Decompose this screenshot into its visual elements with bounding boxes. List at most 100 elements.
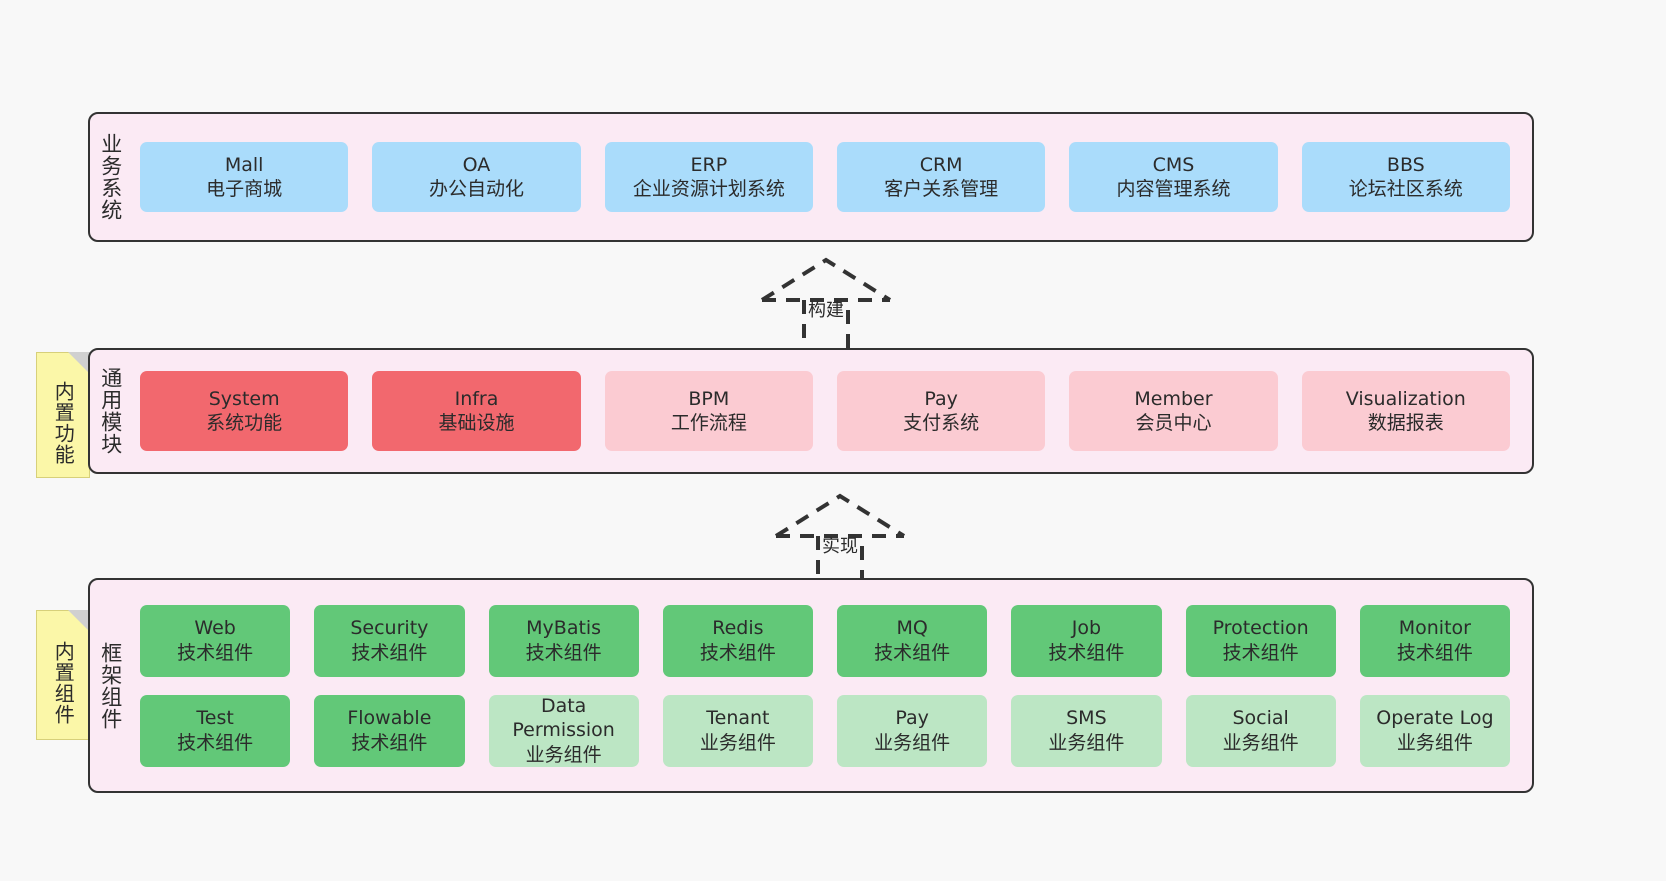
- node-title-cn: 论坛社区系统: [1348, 178, 1463, 200]
- node-title-cn: 业务组件: [1048, 731, 1125, 754]
- layer-body-framework-component: Web 技术组件 Security 技术组件 MyBatis 技术组件 Redi…: [130, 580, 1532, 791]
- node-title-cn: 业务组件: [699, 731, 776, 754]
- node-title-en: Pay: [924, 387, 958, 410]
- node-title-cn: 技术组件: [351, 641, 428, 664]
- layer-title-framework-component: 框架组件: [98, 641, 123, 730]
- note-builtin-function: 内置功能: [36, 352, 90, 478]
- node-operate-log[interactable]: Operate Log 业务组件: [1359, 694, 1510, 767]
- node-title-cn: 技术组件: [525, 641, 602, 664]
- node-title-en: BBS: [1386, 153, 1425, 176]
- node-title-en: Test: [196, 707, 234, 730]
- node-redis[interactable]: Redis 技术组件: [662, 604, 813, 677]
- node-bpm[interactable]: BPM 工作流程: [604, 371, 813, 451]
- note-builtin-component-label: 内置组件: [51, 641, 76, 725]
- node-title-cn: 技术组件: [177, 731, 254, 754]
- node-title-cn: 内容管理系统: [1116, 178, 1231, 200]
- layer-common-module: 通用模块 System 系统功能 Infra 基础设施 BPM 工作流程 Pay…: [88, 348, 1534, 474]
- node-row: Mall 电子商城 OA 办公自动化 ERP 企业资源计划系统 CRM 客户关系…: [140, 142, 1510, 212]
- node-title-cn: 企业资源计划系统: [632, 178, 785, 200]
- node-pay-module[interactable]: Pay 支付系统: [836, 371, 1046, 451]
- layer-title-common-module: 通用模块: [98, 367, 123, 455]
- node-title-en: Security: [350, 617, 429, 640]
- arrow-implement-glyph: [774, 493, 906, 588]
- node-title-en: Flowable: [347, 707, 432, 730]
- node-title-cn: 系统功能: [206, 412, 283, 434]
- node-flowable[interactable]: Flowable 技术组件: [314, 694, 465, 767]
- node-system[interactable]: System 系统功能: [140, 371, 349, 451]
- node-title-cn: 数据报表: [1367, 412, 1444, 434]
- node-row: Web 技术组件 Security 技术组件 MyBatis 技术组件 Redi…: [140, 604, 1510, 677]
- node-title-en: CRM: [919, 153, 963, 176]
- node-title-cn: 业务组件: [1396, 731, 1473, 754]
- node-title-cn: 技术组件: [699, 641, 776, 664]
- node-title-en: Social: [1232, 707, 1289, 730]
- node-oa[interactable]: OA 办公自动化: [372, 142, 581, 212]
- node-title-en: Redis: [712, 617, 764, 640]
- node-title-cn: 技术组件: [1222, 641, 1299, 664]
- node-title-cn: 基础设施: [438, 412, 515, 434]
- node-title-cn: 业务组件: [525, 743, 602, 766]
- node-job[interactable]: Job 技术组件: [1011, 604, 1162, 677]
- node-title-en: MQ: [896, 617, 928, 640]
- node-row: System 系统功能 Infra 基础设施 BPM 工作流程 Pay 支付系统…: [140, 371, 1510, 451]
- node-title-cn: 业务组件: [874, 731, 951, 754]
- node-title-en: Mall: [224, 153, 264, 176]
- node-mall[interactable]: Mall 电子商城: [140, 142, 349, 212]
- node-title-en: Data Permission: [512, 695, 615, 742]
- node-title-cn: 业务组件: [1222, 731, 1299, 754]
- arrow-implement: 实现: [750, 488, 930, 588]
- node-title-cn: 办公自动化: [428, 178, 524, 200]
- node-title-cn: 技术组件: [351, 731, 428, 754]
- layer-business-system: 业务系统 Mall 电子商城 OA 办公自动化 ERP 企业资源计划系统 CRM…: [88, 112, 1534, 242]
- node-bbs[interactable]: BBS 论坛社区系统: [1301, 142, 1510, 212]
- node-title-en: SMS: [1066, 707, 1107, 730]
- node-erp[interactable]: ERP 企业资源计划系统: [604, 142, 813, 212]
- node-title-cn: 会员中心: [1135, 412, 1212, 434]
- node-tenant[interactable]: Tenant 业务组件: [662, 694, 813, 767]
- node-title-cn: 技术组件: [874, 641, 951, 664]
- node-title-en: Operate Log: [1376, 707, 1494, 730]
- node-title-en: Web: [194, 617, 236, 640]
- node-title-cn: 工作流程: [670, 412, 747, 434]
- node-title-en: BPM: [688, 387, 730, 410]
- node-title-en: ERP: [690, 153, 728, 176]
- node-title-en: MyBatis: [526, 617, 602, 640]
- node-title-en: Member: [1134, 387, 1213, 410]
- arrow-build: 构建: [736, 252, 916, 352]
- node-sms[interactable]: SMS 业务组件: [1011, 694, 1162, 767]
- node-security[interactable]: Security 技术组件: [314, 604, 465, 677]
- node-title-cn: 支付系统: [903, 412, 980, 434]
- node-title-en: Monitor: [1398, 617, 1471, 640]
- node-social[interactable]: Social 业务组件: [1185, 694, 1336, 767]
- node-title-en: Infra: [454, 387, 499, 410]
- node-web[interactable]: Web 技术组件: [140, 604, 291, 677]
- layer-body-business-system: Mall 电子商城 OA 办公自动化 ERP 企业资源计划系统 CRM 客户关系…: [130, 114, 1532, 240]
- layer-body-common-module: System 系统功能 Infra 基础设施 BPM 工作流程 Pay 支付系统…: [130, 350, 1532, 472]
- node-title-en: Pay: [895, 707, 929, 730]
- node-crm[interactable]: CRM 客户关系管理: [836, 142, 1046, 212]
- node-data-permission[interactable]: Data Permission 业务组件: [488, 694, 639, 767]
- node-protection[interactable]: Protection 技术组件: [1185, 604, 1336, 677]
- node-title-cn: 技术组件: [1396, 641, 1473, 664]
- node-cms[interactable]: CMS 内容管理系统: [1069, 142, 1278, 212]
- arrow-build-glyph: [760, 257, 892, 352]
- node-monitor[interactable]: Monitor 技术组件: [1359, 604, 1510, 677]
- note-builtin-function-label: 内置功能: [51, 381, 76, 465]
- node-title-cn: 技术组件: [1048, 641, 1125, 664]
- node-visualization[interactable]: Visualization 数据报表: [1301, 371, 1510, 451]
- node-member[interactable]: Member 会员中心: [1069, 371, 1278, 451]
- note-builtin-component: 内置组件: [36, 610, 90, 740]
- layer-title-business-system: 业务系统: [98, 133, 123, 221]
- node-row: Test 技术组件 Flowable 技术组件 Data Permission …: [140, 694, 1510, 767]
- node-title-cn: 电子商城: [206, 178, 283, 200]
- node-title-en: OA: [462, 153, 491, 176]
- node-title-cn: 技术组件: [177, 641, 254, 664]
- node-title-en: Job: [1071, 617, 1102, 640]
- node-title-cn: 客户关系管理: [884, 178, 999, 200]
- node-mq[interactable]: MQ 技术组件: [837, 604, 988, 677]
- node-infra[interactable]: Infra 基础设施: [372, 371, 581, 451]
- node-mybatis[interactable]: MyBatis 技术组件: [488, 604, 639, 677]
- node-pay-component[interactable]: Pay 业务组件: [837, 694, 988, 767]
- node-test[interactable]: Test 技术组件: [140, 694, 291, 767]
